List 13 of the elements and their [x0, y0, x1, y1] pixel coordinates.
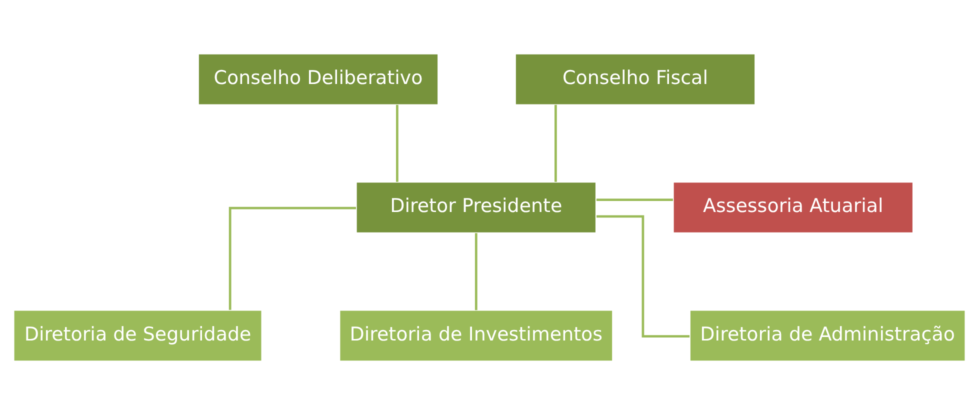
connector — [596, 215, 690, 338]
node-box: Diretoria de Administração — [689, 310, 966, 362]
node-box: Diretoria de Seguridade — [13, 310, 262, 362]
node-box: Conselho Fiscal — [514, 53, 756, 106]
connector — [554, 104, 557, 182]
connector — [228, 206, 356, 310]
connector — [396, 104, 398, 182]
node-box: Diretoria de Investimentos — [339, 310, 614, 362]
node-box: Diretor Presidente — [356, 181, 597, 234]
connector — [474, 233, 478, 310]
node-box: Conselho Deliberativo — [198, 53, 439, 106]
node-box: Assessoria Atuarial — [672, 181, 914, 234]
connector — [596, 198, 673, 201]
